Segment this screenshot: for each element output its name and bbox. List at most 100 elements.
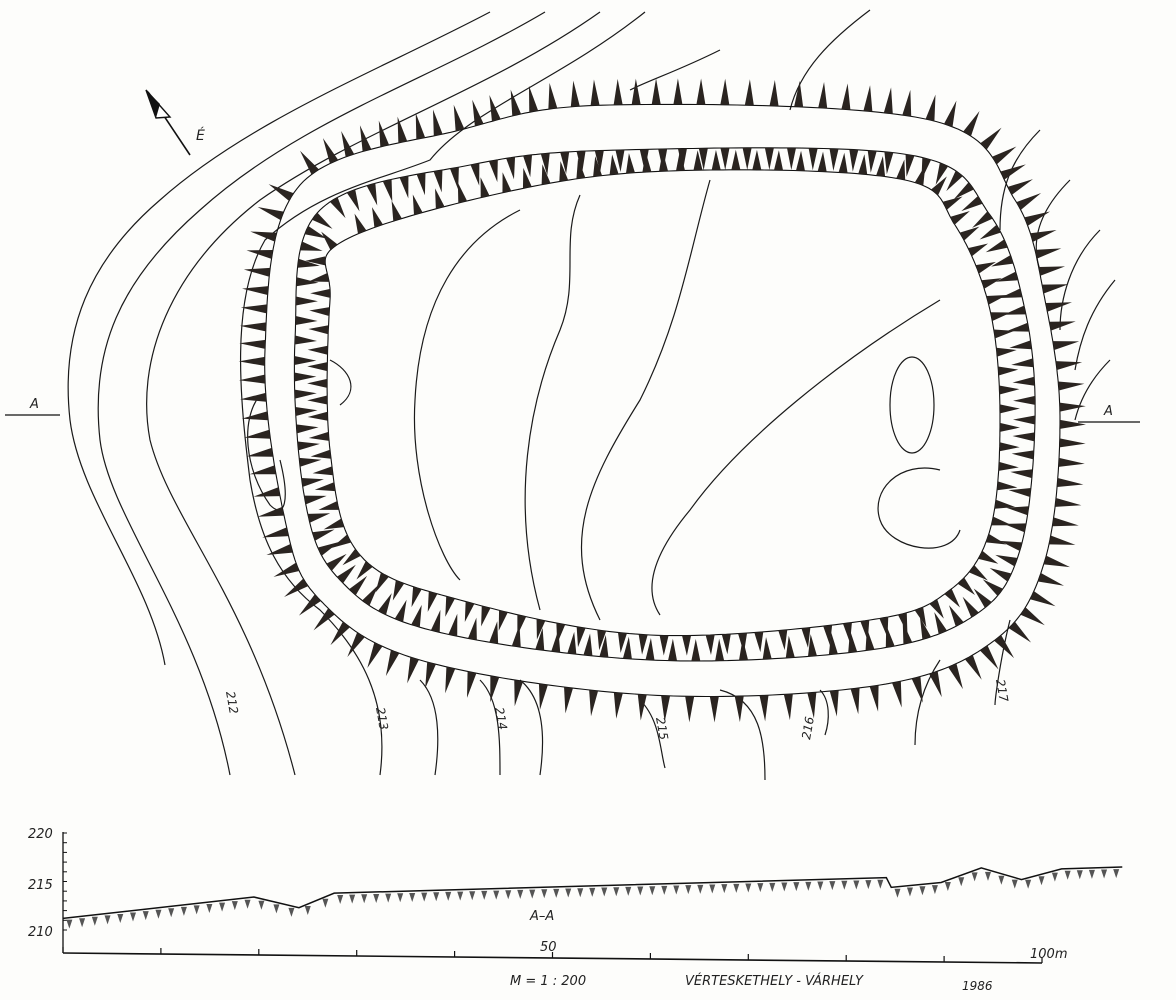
hachure-mark — [480, 177, 490, 198]
profile-hachure — [894, 888, 901, 898]
profile-hachure — [1101, 869, 1108, 879]
hachure-mark — [378, 120, 390, 147]
hachure-mark — [326, 553, 347, 571]
section-marker-left: A — [29, 397, 39, 412]
hachure-mark — [498, 610, 508, 631]
hachure-mark — [978, 550, 999, 564]
hachure-mark — [249, 465, 276, 475]
hachure-mark — [427, 591, 438, 612]
hachure-mark — [284, 578, 309, 598]
hachure-mark — [774, 150, 784, 171]
profile-hachure — [397, 893, 404, 903]
hachure-mark — [934, 612, 947, 635]
hachure-mark — [642, 151, 652, 173]
hachure-mark — [599, 634, 609, 658]
profile-hachure — [193, 905, 200, 915]
contour-line — [146, 11, 601, 776]
profile-hachure — [1088, 869, 1095, 879]
hachure-mark — [354, 213, 367, 234]
hachure-mark — [962, 596, 979, 618]
profile-hachure — [661, 885, 668, 895]
hachure-mark — [1045, 302, 1072, 312]
hachure-mark — [994, 499, 1016, 509]
hachure-mark — [385, 650, 400, 677]
hachure-mark — [349, 575, 368, 596]
contour-label: 215 — [653, 716, 671, 741]
profile-hachure — [769, 882, 776, 892]
hachure-mark — [253, 487, 281, 497]
hachure-mark — [297, 441, 320, 451]
hachure-mark — [541, 164, 551, 185]
hachure-mark — [1049, 535, 1076, 545]
section-line-markers: A A — [5, 397, 1140, 423]
profile-hachure — [445, 891, 452, 901]
hachure-mark — [823, 625, 833, 646]
hachure-mark — [998, 366, 1019, 376]
profile-hachure — [493, 890, 500, 900]
hachure-mark — [1059, 402, 1086, 412]
hachure-mark — [294, 355, 317, 365]
hachure-mark — [514, 679, 524, 707]
hachure-mark — [576, 151, 586, 174]
hachure-mark — [817, 151, 827, 172]
hachure-mark — [472, 99, 484, 127]
hachure-mark — [711, 149, 721, 170]
hachure-mark — [310, 288, 331, 298]
contour-label: 217 — [993, 678, 1011, 703]
hachure-mark — [377, 593, 392, 615]
hachure-mark — [993, 329, 1015, 339]
profile-hachure — [373, 893, 380, 903]
hachure-mark — [615, 149, 625, 172]
profile-hachure — [244, 899, 251, 909]
profile-hachure — [673, 885, 680, 895]
hachure-mark — [744, 79, 754, 106]
hachure-mark — [985, 533, 1007, 545]
hachure-mark — [637, 694, 647, 721]
hachure-mark — [257, 506, 285, 517]
hachure-mark — [435, 188, 445, 209]
hachure-mark — [467, 617, 477, 641]
hachure-mark — [764, 147, 774, 170]
profile-hachure — [1076, 870, 1083, 880]
profile-hachure — [385, 893, 392, 903]
profile-hachure — [805, 881, 812, 891]
hachure-mark — [244, 429, 271, 439]
hachure-mark — [322, 138, 339, 164]
hachure-mark — [931, 176, 947, 195]
hachure-mark — [963, 110, 980, 136]
hachure-mark — [1006, 506, 1029, 516]
hachure-mark — [583, 633, 593, 656]
profile-hachure — [66, 919, 73, 929]
hachure-mark — [321, 231, 338, 250]
profile-hachure — [853, 880, 860, 890]
profile-hachure — [79, 918, 86, 928]
rampart-crest-line — [293, 147, 1036, 662]
hachure-mark — [576, 158, 586, 179]
hachure-mark — [838, 152, 848, 173]
hachure-mark — [308, 431, 330, 441]
profile-hachure — [529, 889, 536, 899]
hachure-mark — [411, 586, 422, 608]
hachure-mark — [818, 82, 828, 109]
profile-hachure — [288, 907, 295, 917]
hachure-mark — [863, 85, 873, 112]
profile-hachure — [231, 901, 238, 911]
hachure-mark — [391, 200, 402, 222]
hachure-mark — [898, 612, 908, 634]
hachure-mark — [394, 599, 407, 622]
hachure-mark — [638, 634, 648, 655]
profile-hachure — [745, 883, 752, 893]
hachure-mark — [1038, 266, 1066, 276]
hachure-mark — [522, 167, 532, 189]
profile-hachure — [709, 884, 716, 894]
hachure-mark — [1030, 229, 1057, 242]
depression-hollow — [889, 356, 935, 454]
profile-hachure — [91, 916, 98, 926]
hachure-mark — [314, 482, 336, 492]
hachure-mark — [986, 295, 1007, 305]
hachure-mark — [307, 513, 331, 523]
profile-hachure — [613, 887, 620, 897]
profile-hachure — [304, 906, 311, 916]
hachure-mark — [1020, 607, 1045, 626]
hachure-mark — [625, 153, 635, 174]
